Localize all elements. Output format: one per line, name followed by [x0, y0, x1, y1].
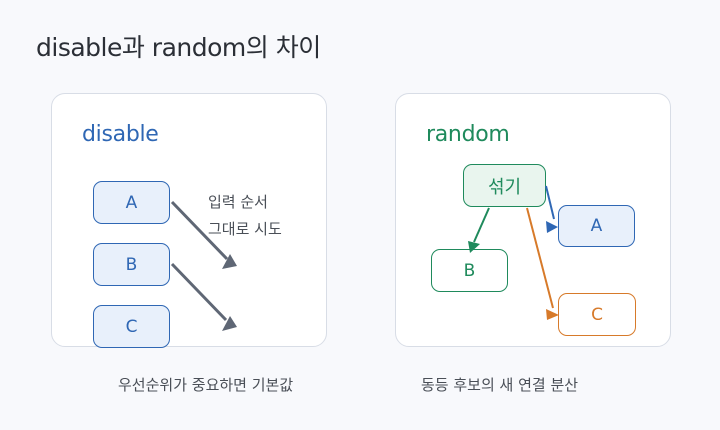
random-arrow-a	[545, 185, 555, 220]
random-arrow-a-head	[546, 221, 558, 233]
disable-arrow-1-head	[222, 254, 237, 269]
random-node-a: A	[558, 205, 635, 247]
random-heading: random	[426, 122, 510, 147]
random-caption: 동등 후보의 새 연결 분산	[421, 376, 579, 394]
disable-note-line1: 입력 순서	[208, 193, 268, 211]
disable-note-line2: 그대로 시도	[208, 220, 282, 238]
disable-heading: disable	[82, 122, 159, 147]
random-node-c: C	[558, 293, 636, 336]
page-title: disable과 random의 차이	[36, 33, 321, 62]
disable-arrow-2-head	[222, 316, 237, 331]
disable-node-b: B	[93, 243, 170, 286]
random-arrow-b-head	[468, 241, 480, 253]
random-arrow-b	[473, 207, 490, 243]
disable-caption: 우선순위가 중요하면 기본값	[118, 376, 294, 394]
shuffle-node: 섞기	[463, 164, 546, 207]
random-arrow-c	[526, 207, 554, 309]
random-arrow-c-head	[546, 309, 559, 320]
disable-arrow-1	[170, 200, 229, 261]
disable-arrow-2	[170, 262, 228, 322]
disable-node-c: C	[93, 305, 170, 348]
disable-node-a: A	[93, 181, 170, 224]
random-node-b: B	[431, 249, 508, 292]
